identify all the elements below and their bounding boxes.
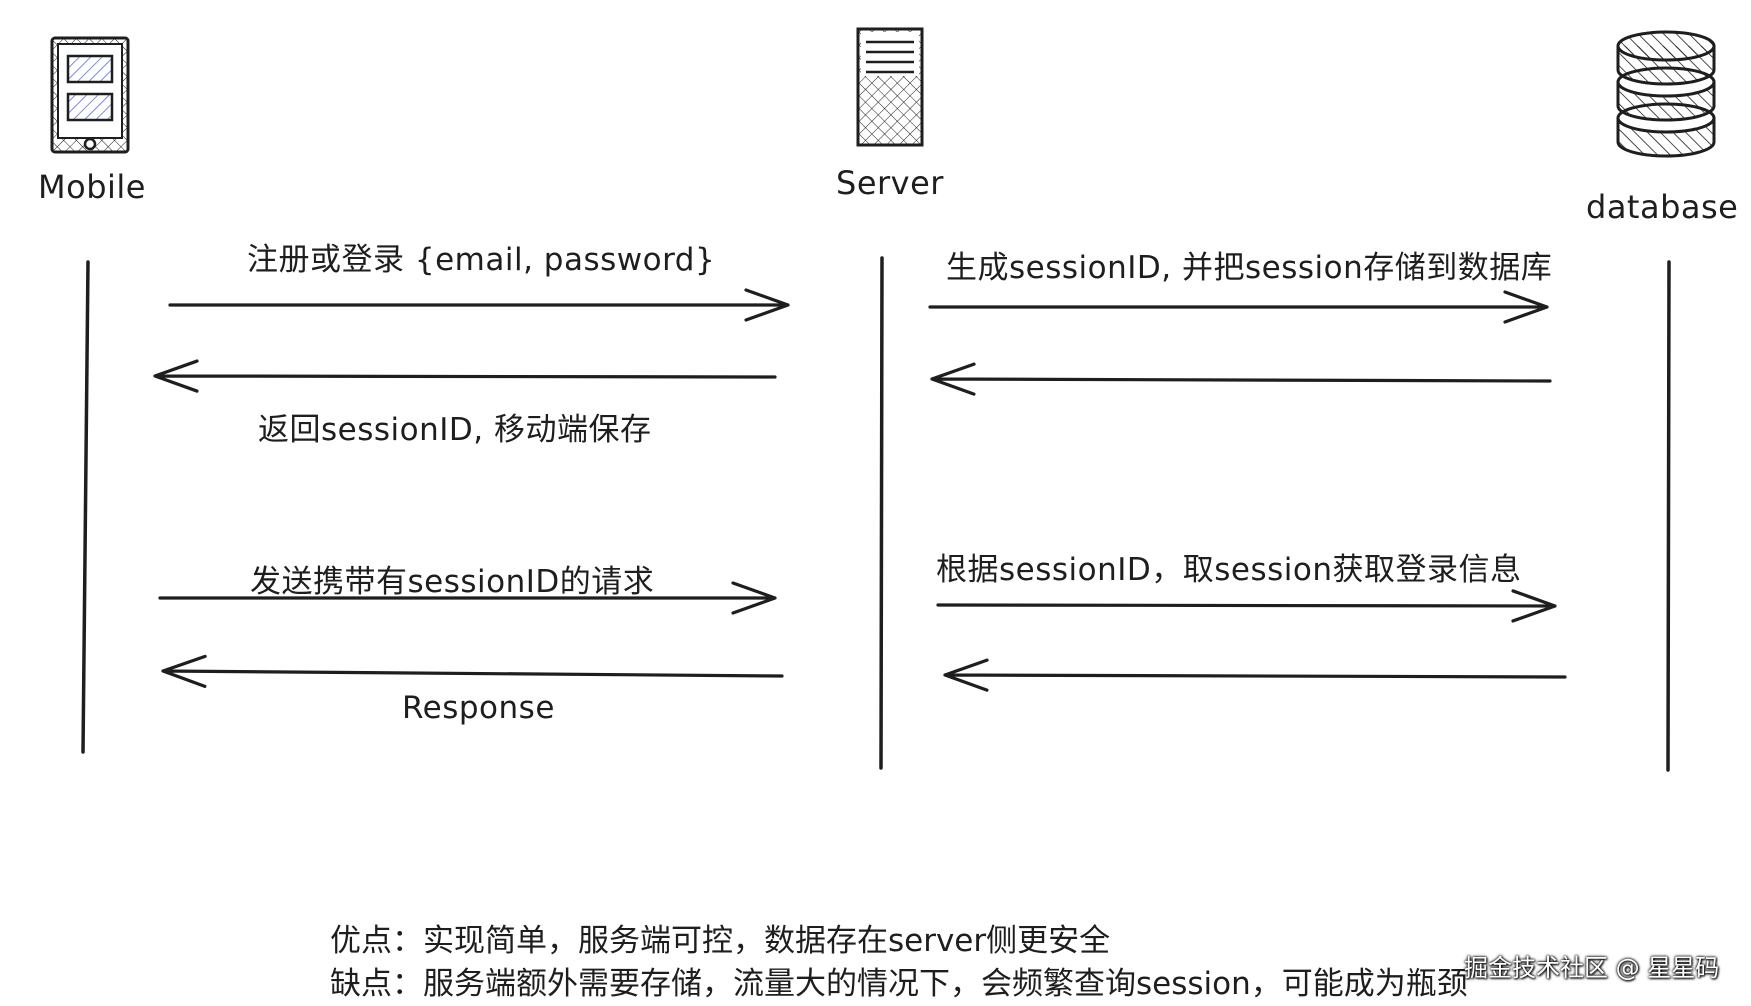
message-label-register-login: 注册或登录 {email, password} — [247, 242, 716, 278]
actor-label-database: database — [1586, 188, 1739, 226]
message-arrow-8 — [943, 658, 1567, 692]
actor-label-server: Server — [836, 164, 944, 202]
message-label-response: Response — [402, 690, 555, 726]
actor-label-mobile: Mobile — [38, 168, 146, 206]
message-arrow-1 — [168, 288, 790, 322]
watermark: 掘金技术社区 @ 星星码 — [1464, 954, 1720, 982]
message-arrow-3 — [158, 581, 777, 615]
lifeline-mobile — [81, 260, 90, 754]
database-icon — [1616, 30, 1716, 158]
message-label-fetch-session: 根据sessionID，取session获取登录信息 — [936, 552, 1522, 588]
message-arrow-4 — [161, 654, 784, 688]
cons-note: 缺点：服务端额外需要存储，流量大的情况下，会频繁查询session，可能成为瓶颈 — [330, 966, 1468, 1002]
message-arrow-2 — [153, 359, 777, 393]
message-arrows — [153, 288, 1567, 692]
message-arrow-6 — [930, 362, 1552, 396]
message-label-create-session: 生成sessionID, 并把session存储到数据库 — [946, 250, 1553, 286]
message-arrow-5 — [928, 290, 1549, 324]
pros-cons-notes: 优点：实现简单，服务端可控，数据存在server侧更安全 缺点：服务端额外需要存… — [330, 920, 1468, 1006]
pros-note: 优点：实现简单，服务端可控，数据存在server侧更安全 — [330, 923, 1111, 959]
lifeline-database — [1666, 260, 1671, 772]
lifeline-server — [879, 256, 884, 770]
message-label-return-session-id: 返回sessionID, 移动端保存 — [258, 412, 652, 448]
message-label-send-request: 发送携带有sessionID的请求 — [250, 564, 655, 600]
message-arrow-7 — [936, 589, 1557, 623]
mobile-phone-icon — [50, 36, 130, 154]
server-icon — [856, 27, 924, 147]
